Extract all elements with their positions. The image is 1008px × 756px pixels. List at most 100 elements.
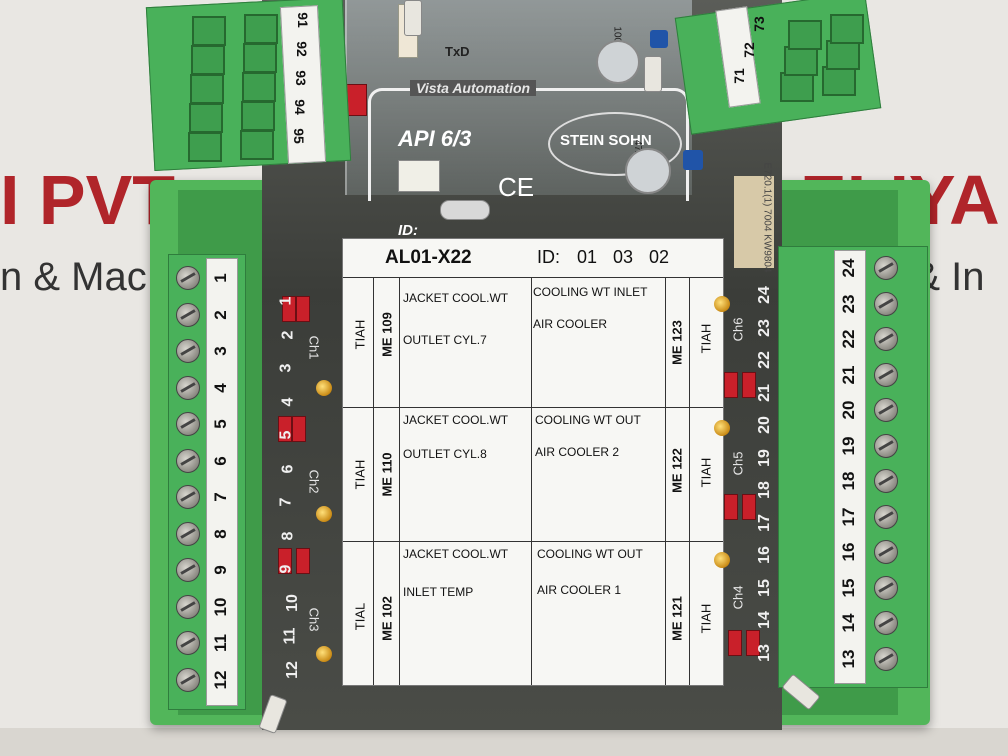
row2-right-line1: COOLING WT OUT [535, 413, 641, 427]
pcb-terminal-number: 12 [283, 660, 301, 679]
status-led [714, 296, 730, 312]
terminal-clamp [241, 101, 275, 131]
status-led [316, 646, 332, 662]
txd-text: TxD [445, 44, 470, 59]
terminal-number: 94 [292, 99, 308, 115]
row2-left-type: TIAH [352, 459, 368, 490]
terminal-number: 11 [211, 634, 230, 652]
terminal-screw [176, 521, 200, 546]
red-switch [292, 416, 306, 442]
terminal-number: 15 [839, 578, 858, 597]
terminal-number: 17 [839, 507, 858, 526]
terminal-screw [176, 448, 200, 473]
terminal-screw [874, 327, 898, 351]
row1-right-tag: ME 123 [669, 320, 685, 365]
pcb-terminal-number: 23 [755, 318, 773, 337]
row1-left-line2: OUTLET CYL.7 [403, 333, 487, 347]
terminal-clamp [188, 132, 222, 162]
terminal-clamp [190, 74, 224, 104]
pcb-terminal-number: 21 [755, 383, 773, 402]
terminal-screw [874, 611, 898, 635]
terminal-number: 16 [839, 542, 858, 562]
channel-label: Ch5 [730, 451, 746, 476]
terminal-screw [874, 398, 898, 422]
pcb-terminal-number: 3 [277, 363, 295, 373]
terminal-screw [874, 291, 898, 316]
red-switch [296, 296, 310, 322]
label-code: AL01-X22 [385, 247, 472, 268]
model-text: API 6/3 [398, 126, 472, 151]
row1-left-line1: JACKET COOL.WT [403, 291, 509, 305]
terminal-clamp [826, 40, 860, 70]
terminal-number: 7 [211, 492, 230, 502]
terminal-number: 12 [211, 670, 230, 689]
terminal-screw [874, 256, 898, 280]
row3-left-line1: JACKET COOL.WT [403, 547, 509, 561]
terminal-screw [176, 375, 200, 400]
terminal-number: 19 [839, 436, 858, 455]
pcb-terminal-number: 8 [279, 531, 297, 540]
red-switch [746, 630, 760, 656]
label-id-value: 02 [649, 247, 670, 267]
terminal-number: 1 [211, 273, 230, 283]
terminal-number: 93 [293, 70, 309, 86]
label-divider [343, 277, 723, 278]
terminal-number: 4 [211, 382, 230, 393]
terminal-screw [874, 540, 898, 564]
label-id-text: ID: [537, 247, 561, 267]
channel-label: Ch4 [730, 585, 746, 610]
label-id-value: 03 [613, 247, 634, 267]
status-led [316, 506, 332, 522]
terminal-screw [874, 504, 898, 529]
terminal-screw [176, 631, 200, 655]
terminal-number: 6 [211, 455, 230, 466]
terminal-number: 9 [211, 565, 230, 575]
terminal-screw [874, 469, 898, 493]
row3-left-line2: INLET TEMP [403, 585, 474, 599]
status-led [316, 380, 332, 396]
row1-right-line1: COOLING WT INLET [533, 285, 648, 299]
terminal-screw [176, 485, 200, 509]
pcb-terminal-number: 24 [755, 286, 773, 304]
row2-left-line2: OUTLET CYL.8 [403, 447, 487, 461]
terminal-screw [176, 667, 200, 692]
row3-right-line2: AIR COOLER 1 [537, 583, 622, 597]
terminal-number: 20 [839, 400, 858, 420]
maker-logo-ring [548, 112, 682, 176]
banner-left-subtext: n & Mac [0, 255, 147, 299]
row1-right-line2: AIR COOLER [533, 317, 608, 331]
red-switch [724, 494, 738, 520]
terminal-number: 95 [291, 128, 307, 144]
row2-right-line2: AIR COOLER 2 [535, 445, 620, 459]
label-divider [343, 407, 723, 408]
channel-label: Ch6 [730, 317, 746, 342]
terminal-clamp [242, 72, 276, 102]
red-switch [278, 416, 292, 442]
pcb-terminal-number: 13 [755, 643, 773, 662]
channel-label-sheet: AL01-X22 ID: 01 03 02 TIAH ME 109 JACKET… [342, 238, 724, 686]
channel-label: Ch2 [306, 469, 322, 494]
pcb-terminal-number: 19 [755, 448, 773, 467]
row3-left-tag: ME 102 [379, 596, 395, 641]
pcb-terminal-number: 2 [279, 330, 297, 339]
capacitor [625, 148, 671, 194]
terminal-clamp [830, 14, 864, 44]
label-column-line [689, 277, 690, 685]
pcb-terminal-number: 4 [279, 397, 297, 406]
terminal-number: 24 [839, 258, 858, 278]
label-column-line [399, 277, 400, 685]
terminal-number: 8 [211, 528, 230, 539]
terminal-clamp [240, 130, 274, 160]
terminal-number: 18 [839, 471, 858, 491]
row2-right-tag: ME 122 [669, 448, 685, 493]
pcb-terminal-number: 22 [755, 351, 773, 369]
row2-left-line1: JACKET COOL.WT [403, 413, 509, 427]
label-column-line [373, 277, 374, 685]
chip [398, 160, 440, 192]
row2-right-type: TIAH [698, 457, 714, 488]
blue-trimmer [683, 150, 703, 170]
terminal-number: 21 [839, 365, 858, 384]
terminal-screw [176, 266, 200, 290]
terminal-clamp [192, 16, 226, 46]
pcb-terminal-number: 1 [277, 296, 295, 306]
